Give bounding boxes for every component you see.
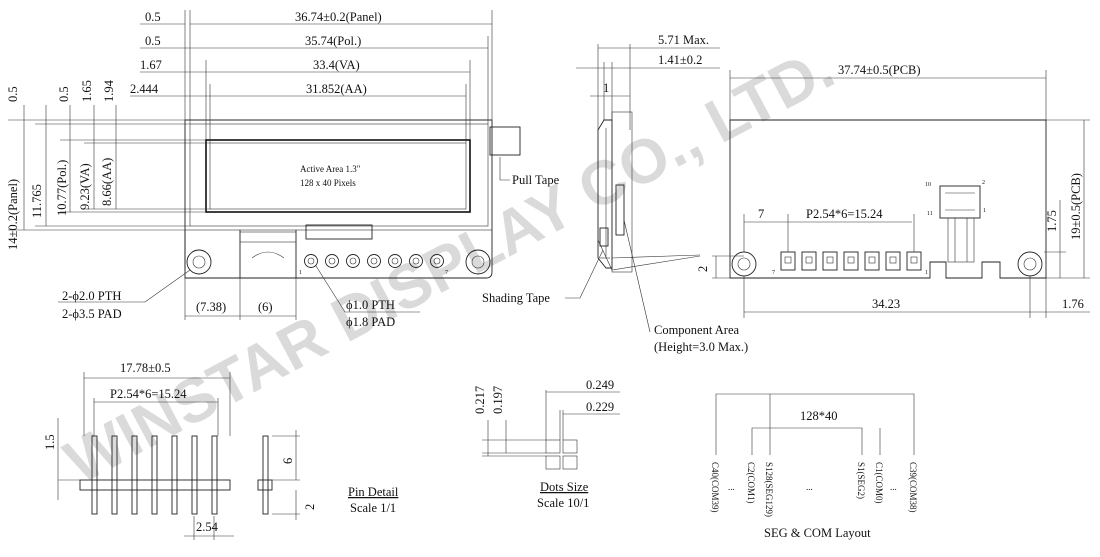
pin-dim-2-label: 2 — [303, 504, 317, 510]
dot-dim-3: 0.229 — [586, 400, 614, 414]
fpc-label-10: 10 — [925, 182, 931, 188]
pad-center-label: ϕ1.8 PAD — [346, 315, 395, 329]
dim-top-0: 0.5 — [145, 10, 161, 24]
seg-com-label-2: S128(SEG129) — [764, 462, 774, 517]
dim-175-label: 1.75 — [1045, 210, 1059, 232]
dim-left-6: 10.77(Pol.) — [55, 160, 69, 216]
seg-com-label-5: C39(COM38) — [908, 462, 918, 513]
pin-pitch-label: P2.54*6=15.24 — [110, 387, 187, 401]
dim-176-label: 1.76 — [1062, 297, 1084, 311]
pth-left-label: 2-ϕ2.0 PTH — [62, 289, 121, 303]
back-pin-first: 1 — [925, 270, 928, 276]
seg-com-label-0: C40(COM39) — [710, 462, 720, 513]
front-pin-first: 1 — [299, 270, 302, 276]
pin-width-label: 17.78±0.5 — [120, 361, 171, 375]
fpc-label-11: 11 — [927, 211, 933, 217]
dim-top-6: 2.444 — [130, 82, 159, 96]
pin-detail-scale: Scale 1/1 — [350, 501, 396, 515]
fpc-label-2: 2 — [982, 180, 985, 186]
back-view: 7 1 10 2 11 1 37.74±0.5(PCB) 19±0.5(PCB)… — [696, 63, 1090, 318]
dot-dim-1: 0.197 — [491, 386, 505, 414]
dim-254-label: 2.54 — [196, 520, 219, 534]
component-area-line1: Component Area — [654, 323, 740, 337]
dim-top-5: 33.4(VA) — [313, 58, 360, 72]
seg-com-ellipsis-left: ... — [728, 482, 735, 492]
dim-left-1: 0.5 — [57, 86, 71, 102]
dim-left-3: 1.94 — [102, 79, 116, 102]
front-pin-last: 7 — [445, 270, 448, 276]
dim-3423-label: 34.23 — [872, 297, 900, 311]
seg-com-resolution: 128*40 — [800, 409, 838, 423]
seg-com-ellipsis-right: ... — [890, 482, 897, 492]
seg-com-ellipsis-mid: ... — [806, 482, 813, 492]
active-area-line1: Active Area 1.3" — [300, 164, 361, 174]
header-pins — [79, 435, 231, 515]
dim-left-4: 14±0.2(Panel) — [6, 179, 20, 250]
side-view: 5.71 Max. 1.41±0.2 1 Shading Tape Compon… — [482, 33, 748, 354]
pad-left-label: 2-ϕ3.5 PAD — [62, 307, 122, 321]
dim-top-7: 31.852(AA) — [306, 82, 367, 96]
seg-com-layout: 128*40 C40(COM39) C2(COM1) S128(SEG129) … — [710, 393, 918, 540]
dim-left-5: 11.765 — [30, 184, 44, 218]
dim-15-label: 1.5 — [43, 434, 57, 450]
pull-tape-label: Pull Tape — [512, 173, 560, 187]
dim-2-label: 2 — [696, 266, 710, 272]
dim-top-2: 0.5 — [145, 34, 161, 48]
back-pin-last: 7 — [772, 270, 775, 276]
pcb-width-label: 37.74±0.5(PCB) — [838, 63, 921, 77]
side-dim-1: 1.41±0.2 — [658, 53, 702, 67]
dot-dim-0: 0.217 — [473, 386, 487, 414]
dim-left-8: 8.66(AA) — [100, 158, 114, 206]
dot-dim-2: 0.249 — [586, 378, 614, 392]
dots-title: Dots Size — [540, 480, 589, 494]
back-pin-pads — [780, 251, 922, 271]
pcb-height-label: 19±0.5(PCB) — [1069, 173, 1083, 240]
front-pin-holes — [304, 254, 444, 268]
dim-top-3: 35.74(Pol.) — [305, 34, 361, 48]
watermark-text: WINSTAR DISPLAY CO., LTD. — [54, 33, 845, 497]
pth-center-label: ϕ1.0 PTH — [346, 298, 395, 312]
component-area-line2: (Height=3.0 Max.) — [654, 340, 748, 354]
pin-detail-title: Pin Detail — [348, 485, 399, 499]
dim-left-7: 9.23(VA) — [78, 163, 92, 210]
side-dim-0: 5.71 Max. — [658, 33, 709, 47]
pin-detail: 17.78±0.5 P2.54*6=15.24 1.5 6 2 — [43, 361, 399, 540]
dim-left-2: 1.65 — [80, 80, 94, 102]
dots-scale: Scale 10/1 — [537, 496, 589, 510]
seg-com-label-3: S1(SEG2) — [856, 462, 866, 499]
dim-top-4: 1.67 — [140, 58, 162, 72]
front-view: Active Area 1.3" 128 x 40 Pixels Pull Ta… — [6, 10, 560, 329]
dim-7-label: 7 — [758, 207, 764, 221]
dim-top-1: 36.74±0.2(Panel) — [295, 10, 382, 24]
seg-com-title: SEG & COM Layout — [764, 526, 871, 540]
dim-bottom-1: (6) — [258, 300, 273, 314]
dim-bottom-0: (7.38) — [196, 300, 226, 314]
dim-left-0: 0.5 — [6, 86, 20, 102]
dim-6-label: 6 — [281, 458, 295, 464]
shading-tape-label: Shading Tape — [482, 291, 550, 305]
back-pitch-label: P2.54*6=15.24 — [806, 207, 883, 221]
side-dim-2: 1 — [603, 81, 609, 95]
active-area-line2: 128 x 40 Pixels — [300, 178, 356, 188]
fpc-label-1: 1 — [983, 208, 986, 214]
seg-com-label-4: C1(COM0) — [874, 462, 884, 504]
seg-com-label-1: C2(COM1) — [746, 462, 756, 504]
dots-size: 0.217 0.197 0.249 0.229 Dots Size Scale … — [473, 378, 620, 510]
